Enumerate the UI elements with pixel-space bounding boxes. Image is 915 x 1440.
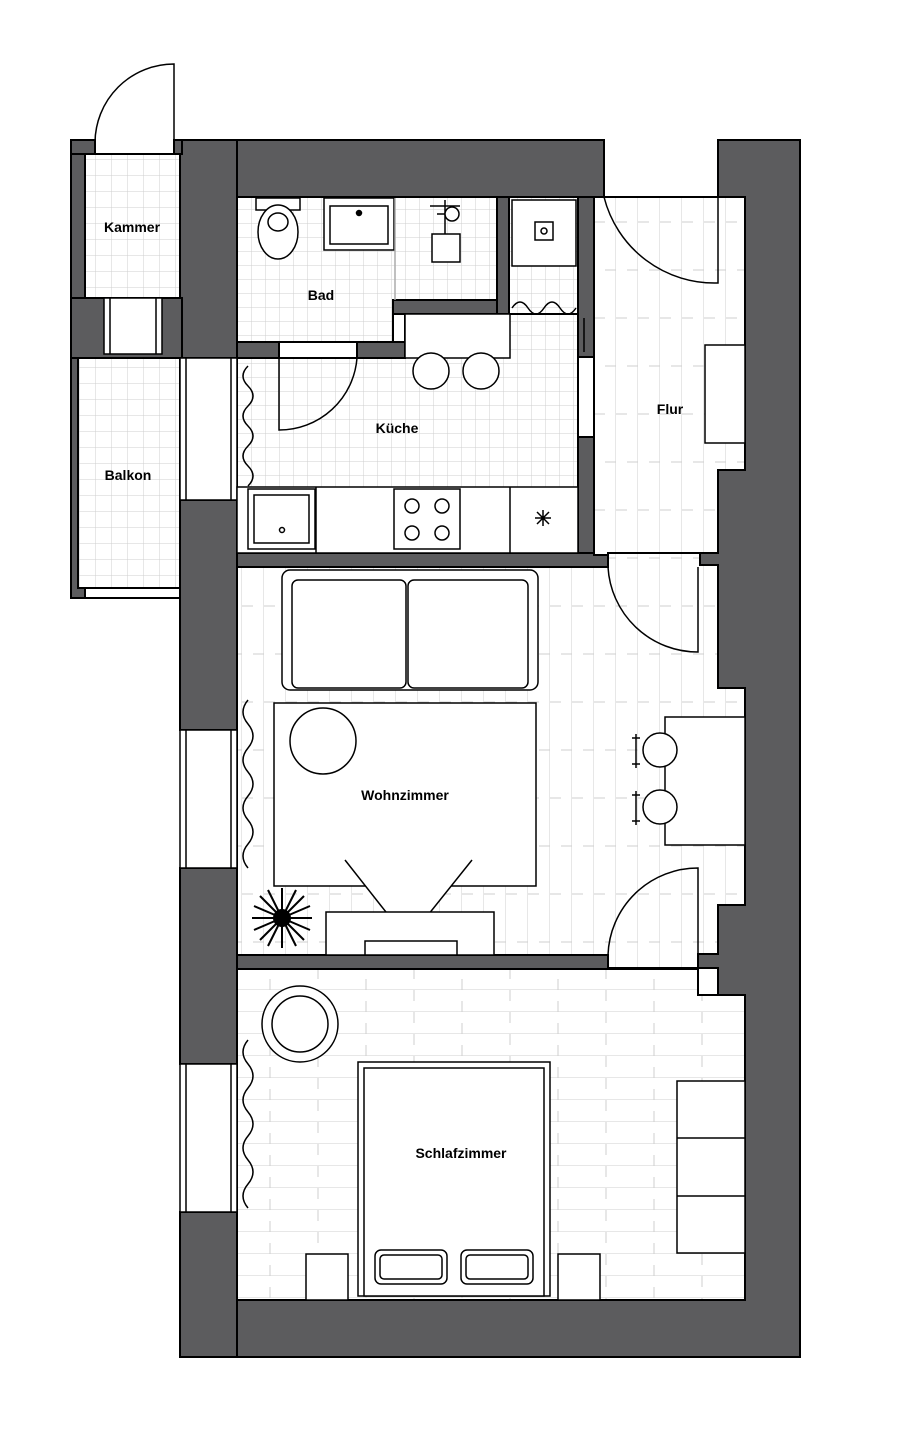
left-wall-lower (179, 1211, 238, 1358)
chair-icon (642, 789, 678, 825)
wohnzimmer-fixtures (242, 569, 746, 956)
plant-icon (252, 888, 312, 948)
bad-wall-step (392, 299, 511, 315)
door-wohnzimmer (607, 566, 699, 653)
doors (94, 63, 719, 956)
kueche-fixtures (236, 199, 585, 554)
kueche-flur-wall-top (577, 196, 595, 358)
dining-table-icon (664, 716, 746, 846)
label-kueche: Küche (376, 420, 419, 436)
kammer-wall-top2 (173, 139, 183, 155)
outer-wall (179, 139, 605, 198)
dresser-icon (676, 1080, 746, 1254)
bad-kueche-wall (236, 341, 280, 359)
window-schlafzimmer (179, 1063, 238, 1213)
kueche-flur-wall-bot (577, 436, 595, 556)
curtain-niche (511, 301, 577, 315)
door-schlafzimmer (607, 867, 699, 956)
curtain-schlafzimmer (242, 1039, 254, 1209)
door-entrance (603, 196, 719, 284)
label-kammer: Kammer (104, 219, 161, 235)
cooktop-icon (393, 488, 461, 550)
nightstand-icon (305, 1253, 349, 1301)
counter-bar (404, 313, 511, 359)
bad-wall-right (496, 196, 510, 315)
bad-kueche-wall2 (356, 341, 406, 359)
schlafzimmer-fixtures (242, 985, 746, 1301)
tv-icon (364, 940, 458, 956)
kammer-floor (84, 153, 181, 299)
nightstand-icon (557, 1253, 601, 1301)
kammer-wall-top (70, 139, 96, 155)
flur-floor (593, 196, 746, 556)
label-wohnzimmer: Wohnzimmer (361, 787, 449, 803)
kueche-wohn-wall (236, 552, 609, 568)
window-kueche (179, 357, 238, 501)
label-bad: Bad (308, 287, 334, 303)
balkon-frame (70, 358, 180, 599)
room-labels: Kammer Bad Küche Flur Balkon Wohnzimmer … (104, 219, 684, 1161)
fridge-icon (535, 510, 551, 526)
wohn-schlaf-wall (236, 954, 609, 970)
windows (103, 297, 238, 1213)
curtain-wohnzimmer (242, 699, 254, 869)
flur-fixtures (704, 344, 746, 444)
door-bad (278, 357, 358, 431)
bar-stool-icon (462, 352, 500, 390)
left-wall-upper (179, 139, 238, 359)
label-schlafzimmer: Schlafzimmer (415, 1145, 507, 1161)
window-kammer (103, 297, 163, 355)
bad-fixtures (255, 197, 461, 300)
left-wall-mid (179, 499, 238, 731)
label-flur: Flur (657, 401, 684, 417)
wardrobe-icon (704, 344, 746, 444)
bar-stool-icon (412, 352, 450, 390)
window-wohnzimmer (179, 729, 238, 869)
curtain-kueche (242, 365, 254, 487)
chair-icon (642, 732, 678, 768)
label-balkon: Balkon (105, 467, 152, 483)
door-kammer (94, 63, 175, 144)
left-wall-mid2 (179, 867, 238, 1065)
side-table-icon (289, 707, 357, 775)
